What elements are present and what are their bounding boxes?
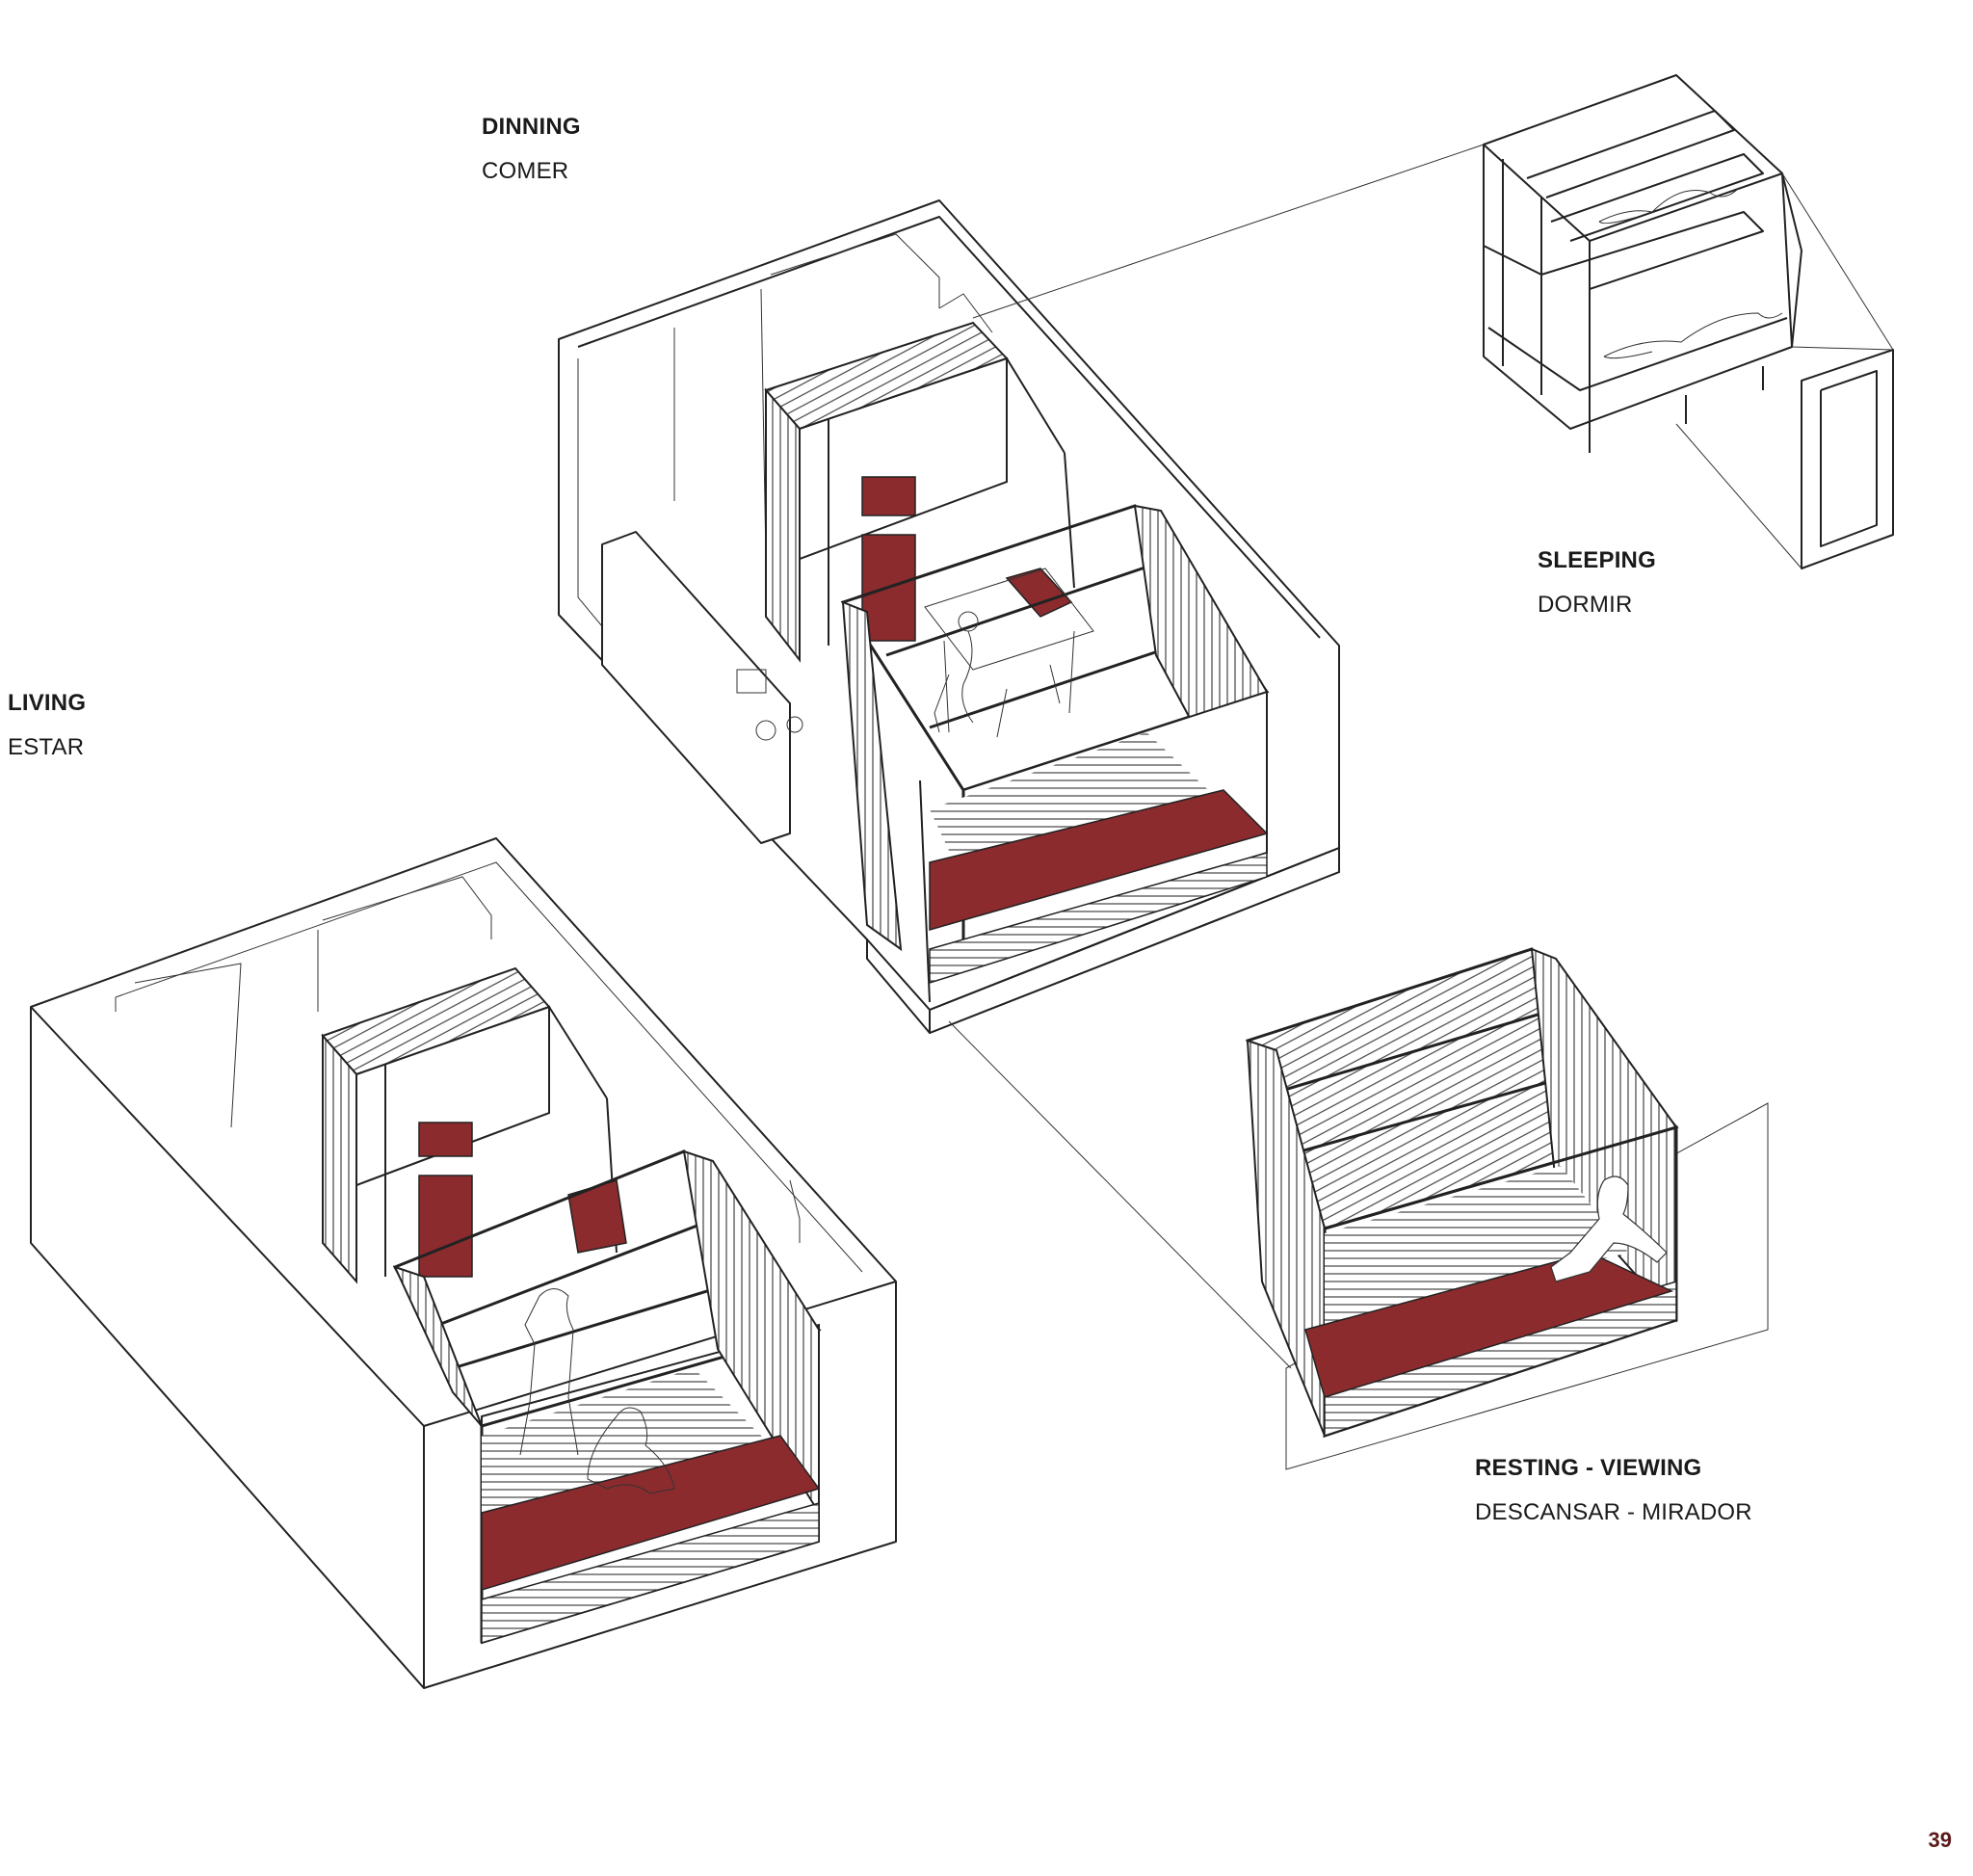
sleeping-label-es: DORMIR: [1538, 591, 1633, 618]
living-label-es: ESTAR: [8, 733, 85, 760]
sleeping-label-en: SLEEPING: [1538, 547, 1656, 573]
resting-label-en: RESTING - VIEWING: [1475, 1455, 1702, 1481]
resting-unit: [1245, 947, 1769, 1470]
dinning-label: DINNING COMER: [482, 114, 581, 184]
resting-label-es: DESCANSAR - MIRADOR: [1475, 1498, 1752, 1525]
projection-line: [948, 1020, 1292, 1369]
sleeping-label: SLEEPING DORMIR: [1538, 547, 1656, 618]
resting-label: RESTING - VIEWING DESCANSAR - MIRADOR: [1475, 1455, 1752, 1525]
dinning-label-en: DINNING: [482, 114, 581, 140]
living-label: LIVING ESTAR: [8, 690, 86, 760]
living-unit: [30, 837, 897, 1689]
sleeping-unit: [1483, 74, 1894, 569]
page-number: 39: [1928, 1828, 1952, 1852]
projection-line: [972, 144, 1485, 319]
living-label-en: LIVING: [8, 690, 87, 716]
dinning-label-es: COMER: [482, 157, 569, 184]
dinning-unit: [558, 199, 1340, 1034]
